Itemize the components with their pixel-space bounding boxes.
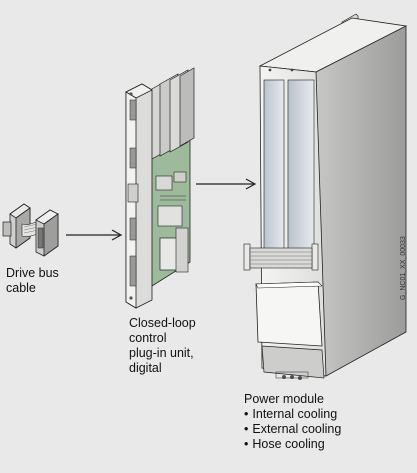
figure-code: G_NC01_XX_00033	[400, 236, 407, 300]
drive-bus-cable-label-line: cable	[6, 281, 36, 295]
power-module-label: Power module Internal cooling External c…	[244, 392, 341, 452]
arrow-right-icon	[66, 229, 123, 241]
closed-loop-label-line: digital	[129, 361, 162, 375]
cooling-option-item: Hose cooling	[244, 437, 341, 452]
closed-loop-label-line: plug-in unit,	[129, 346, 194, 360]
power-module-icon	[243, 13, 408, 380]
closed-loop-label-line: Closed-loop	[129, 316, 196, 330]
closed-loop-control-label: Closed-loop control plug-in unit, digita…	[129, 316, 196, 376]
drive-bus-cable-label-line: Drive bus	[6, 266, 59, 280]
arrow-right-icon	[196, 178, 257, 190]
control-unit-icon	[125, 67, 195, 309]
drive-bus-cable-icon	[2, 203, 59, 257]
cooling-option-item: Internal cooling	[244, 407, 341, 422]
cooling-option-item: External cooling	[244, 422, 341, 437]
power-module-title: Power module	[244, 392, 324, 406]
drive-bus-cable-label: Drive bus cable	[6, 266, 59, 296]
closed-loop-label-line: control	[129, 331, 167, 345]
